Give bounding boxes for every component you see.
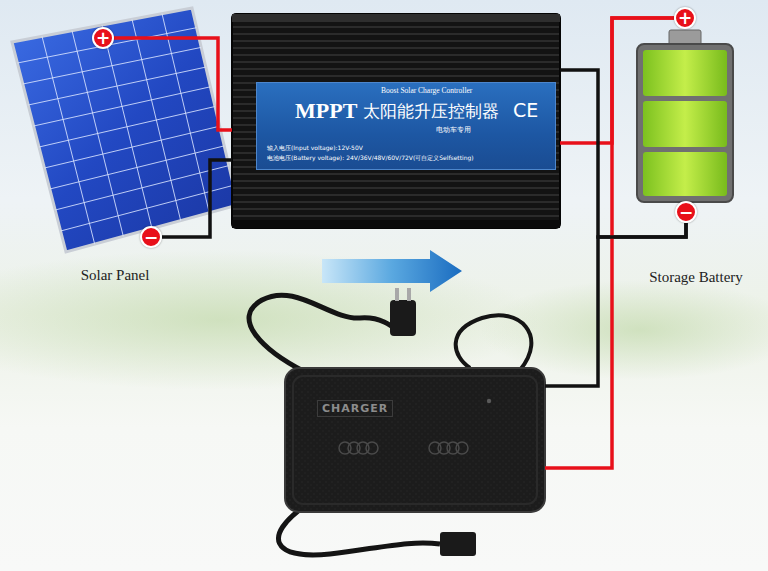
power-wire [560, 70, 686, 237]
nameplate-text: 输入电压(Input voltage):12V-50V [267, 145, 363, 152]
power-wire [162, 160, 232, 237]
charger-cord [456, 315, 532, 370]
indicator-led [487, 399, 491, 403]
iec-connector [440, 532, 476, 556]
power-wire [545, 18, 674, 468]
ac-cord [249, 295, 402, 372]
power-wire [560, 18, 674, 143]
housing-edge [232, 14, 560, 22]
charger-housing [285, 368, 545, 512]
brand-text: CHARGER [317, 400, 393, 417]
nameplate: Boost Solar Charge ControllerMPPT 太阳能升压控制… [256, 82, 556, 170]
part-label: Storage Battery [649, 268, 743, 286]
battery-cell [643, 101, 727, 147]
polarity-sign: + [678, 9, 692, 27]
nameplate-text: Boost Solar Charge Controller [381, 87, 472, 95]
nameplate-text: 电池电压(Battery voltage): 24V/36V/48V/60V/7… [267, 155, 474, 162]
iec-cord [278, 506, 440, 555]
flow-arrow [322, 250, 462, 292]
nameplate-text: 太阳能升压控制器 [363, 102, 499, 121]
solar-panel-node: Solar Panel + − [8, 6, 222, 290]
battery-node: Storage Battery + − [628, 2, 764, 292]
battery-case [637, 44, 733, 202]
charge-controller: Boost Solar Charge ControllerMPPT 太阳能升压控制… [232, 14, 560, 228]
controller-housing [232, 14, 560, 228]
terminal-marker: + [674, 7, 696, 29]
polarity-sign: − [144, 228, 158, 246]
plug-prong [395, 288, 399, 301]
ac-plug [390, 300, 416, 336]
terminal-marker: − [675, 201, 697, 223]
housing-edge [232, 220, 560, 228]
polarity-sign: − [679, 203, 693, 221]
part-label: Solar Panel [81, 266, 150, 284]
terminal-marker: + [92, 27, 114, 49]
power-wire [114, 38, 232, 130]
nameplate-text: MPPT [295, 99, 357, 123]
ring-logo [339, 442, 468, 454]
nameplate-text: 电动车专用 [436, 127, 471, 134]
charger-rim [293, 376, 537, 504]
power-wire [545, 223, 686, 386]
battery-cell [643, 50, 727, 96]
solar-panel [12, 8, 238, 252]
battery-cell [643, 152, 727, 196]
charger-node: CHARGER [285, 368, 545, 512]
terminal-marker: − [140, 226, 162, 248]
polarity-sign: + [96, 29, 110, 47]
panel-grid [17, 14, 233, 245]
plug-prong [407, 288, 411, 301]
nameplate-text: CE [513, 100, 538, 121]
